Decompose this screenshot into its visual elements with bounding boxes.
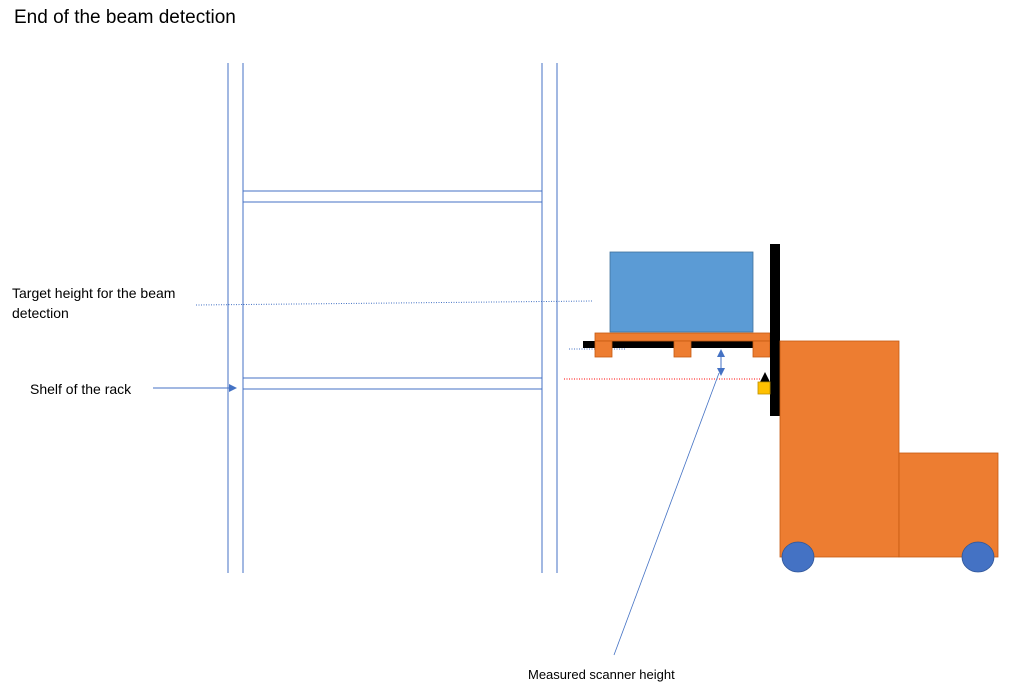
scanner-height-leader [613, 372, 720, 656]
target-height-line [195, 300, 594, 306]
forklift-mast [770, 244, 780, 416]
sensor [757, 381, 771, 395]
load-box [609, 251, 754, 333]
rack [227, 63, 558, 573]
pallet-deck [594, 332, 771, 342]
rear-wheel [961, 541, 995, 573]
front-wheel [781, 541, 815, 573]
page-title: End of the beam detection [14, 7, 236, 28]
scanner-height-label: Measured scanner height [528, 667, 675, 682]
sensor-triangle [760, 372, 770, 382]
shelf-label: Shelf of the rack [30, 381, 132, 397]
pallet-block-middle [673, 340, 692, 358]
pallet-block-left [594, 340, 613, 358]
forklift [779, 340, 999, 573]
pallet-block-right [752, 340, 771, 358]
target-height-label: Target height for the beam detection [12, 285, 176, 321]
forklift-cabin [779, 340, 900, 558]
forklift-rear [898, 452, 999, 558]
